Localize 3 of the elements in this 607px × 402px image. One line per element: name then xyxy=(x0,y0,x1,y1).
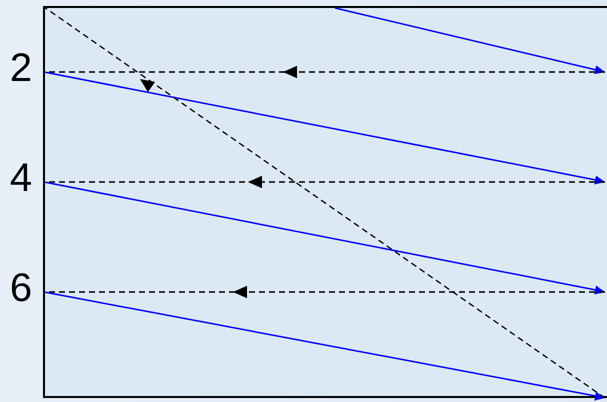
line-number: 6 xyxy=(8,268,34,308)
line-number: 2 xyxy=(8,48,34,88)
line-number: 4 xyxy=(8,158,34,198)
